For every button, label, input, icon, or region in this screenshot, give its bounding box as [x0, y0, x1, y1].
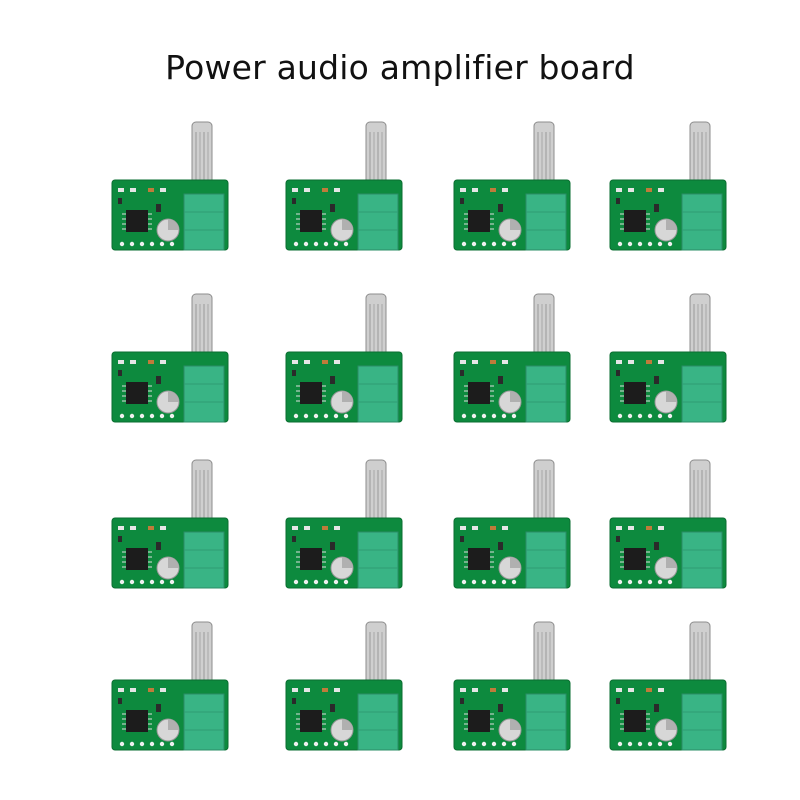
board-r4c1 — [108, 618, 238, 758]
board-r1c1 — [108, 118, 238, 258]
board-r2c2 — [282, 290, 412, 430]
board-r2c1 — [108, 290, 238, 430]
board-r4c2 — [282, 618, 412, 758]
board-r2c3 — [450, 290, 580, 430]
board-r4c4 — [606, 618, 736, 758]
board-r1c4 — [606, 118, 736, 258]
board-r3c2 — [282, 456, 412, 596]
page-title: Power audio amplifier board — [165, 48, 635, 87]
board-r3c1 — [108, 456, 238, 596]
board-r1c3 — [450, 118, 580, 258]
board-r3c4 — [606, 456, 736, 596]
board-r3c3 — [450, 456, 580, 596]
board-r1c2 — [282, 118, 412, 258]
board-r2c4 — [606, 290, 736, 430]
board-r4c3 — [450, 618, 580, 758]
